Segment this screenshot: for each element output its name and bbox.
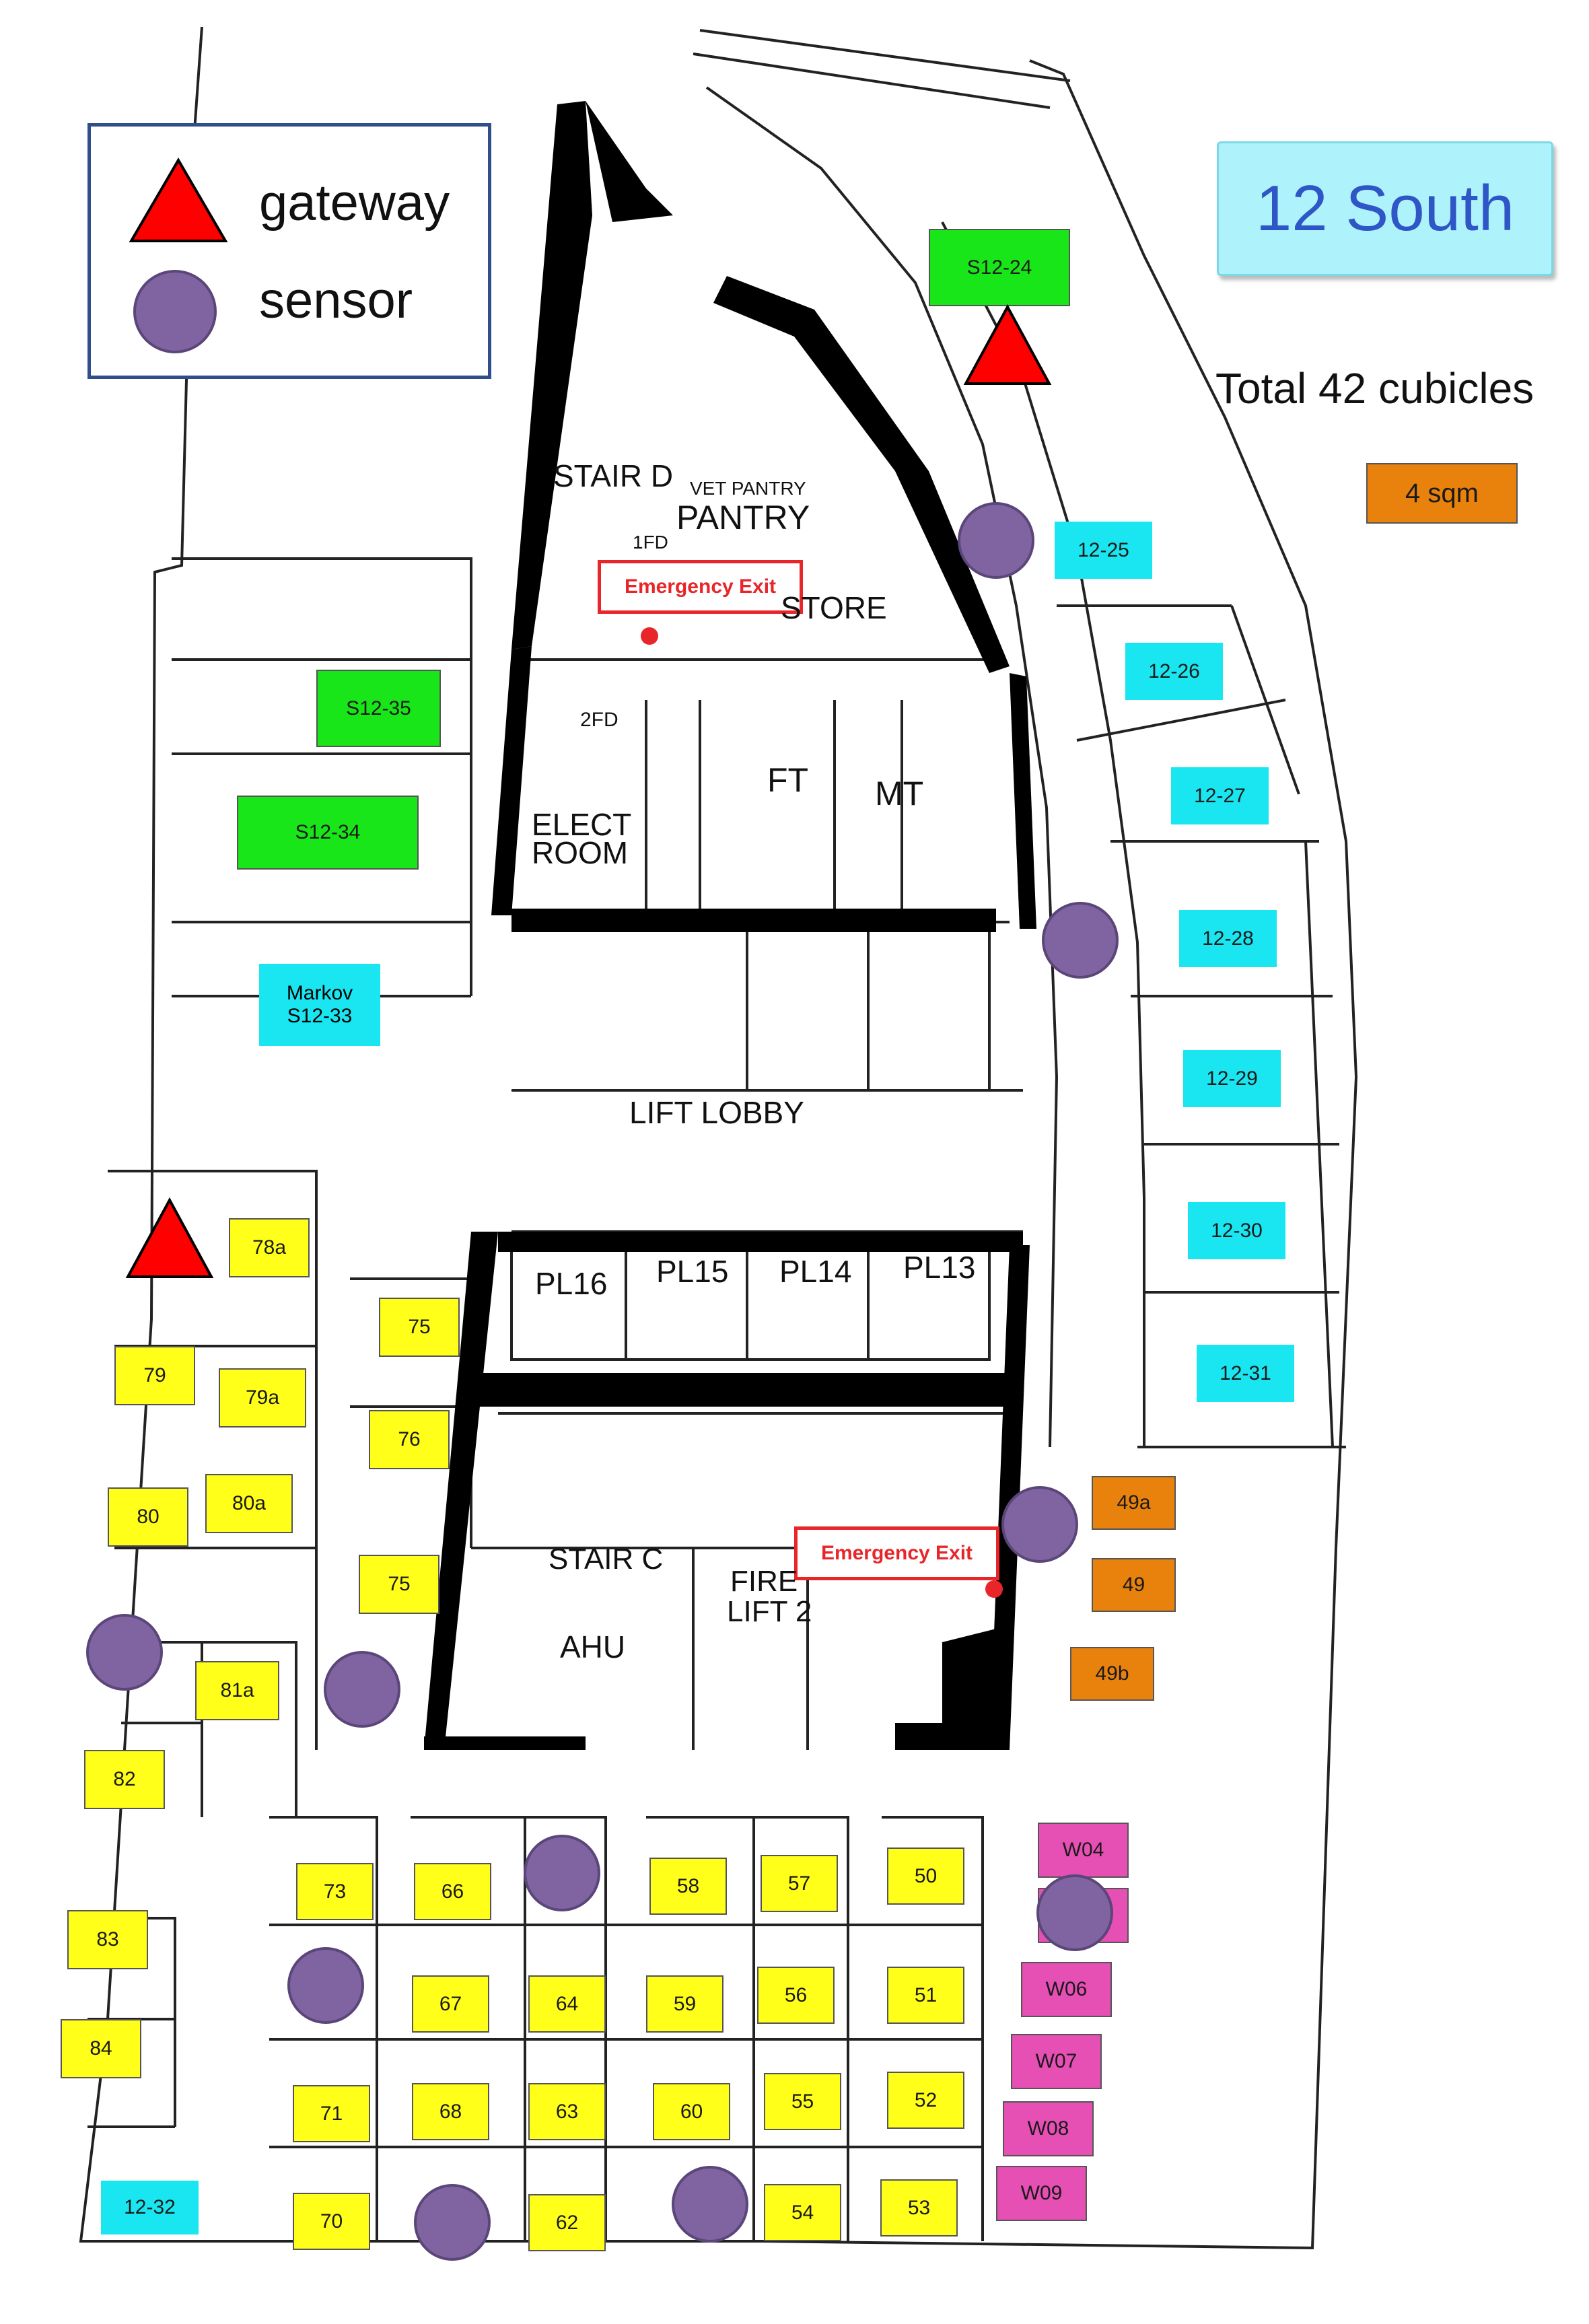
room-pl16: PL16 [535,1266,608,1301]
cubicle-label: W04 [1038,1823,1129,1878]
sensor-icon [1042,902,1119,979]
cubicle-label: 59 [646,1975,723,2033]
cubicle-label: W07 [1011,2034,1102,2089]
cubicle-label: 75 [359,1555,439,1614]
sensor-icon [1036,1874,1113,1951]
cubicle-label: 78a [229,1218,310,1277]
cubicle-label: 49b [1070,1647,1154,1701]
sensor-icon [324,1651,400,1728]
room-pl15: PL15 [656,1254,729,1289]
room-vet-pantry: VET PANTRY [690,478,806,499]
room-store: STORE [781,590,887,625]
exit-marker-icon [641,627,658,645]
sensor-icon [414,2184,491,2261]
cubicle-label: 54 [764,2184,841,2241]
cubicle-label: 63 [528,2083,606,2140]
total-cubicles-text: Total 42 cubicles [1215,364,1534,413]
cubicle-label: 75 [379,1298,460,1357]
cubicle-label: 84 [61,2019,141,2078]
cubicle-label: 62 [528,2194,606,2251]
exit-marker-icon [985,1580,1003,1598]
sensor-legend-icon [133,270,217,353]
room-stair-d: STAIR D [553,458,674,493]
cubicle-label: 82 [84,1750,165,1809]
sensor-icon [287,1947,364,2024]
area-badge: 4 sqm [1366,463,1518,524]
cubicle-label: 66 [414,1863,491,1920]
cubicle-label: 73 [296,1863,374,1920]
emergency-exit-south: Emergency Exit [794,1526,999,1580]
legend: gateway sensor [87,123,491,379]
cubicle-label: 53 [880,2179,958,2237]
cubicle-label: 67 [412,1975,489,2033]
room-pl13: PL13 [903,1250,976,1285]
office-label: S12-24 [929,229,1070,306]
floor-title: 12 South [1217,141,1553,276]
cubicle-label: 81a [195,1661,279,1720]
office-label: 12-27 [1171,767,1269,824]
cubicle-label: W06 [1021,1962,1112,2017]
room-elect: ELECT [532,807,632,842]
office-label-markov: Markov S12-33 [259,964,380,1046]
room-pantry: PANTRY [676,499,810,536]
cubicle-label: 83 [67,1910,148,1969]
fd-label: 2FD [580,709,619,731]
gateway-icon [125,1197,214,1278]
sensor-icon [524,1835,600,1911]
room-fire: FIRE [730,1565,798,1598]
room-pl14: PL14 [779,1254,852,1289]
office-label: S12-34 [237,796,419,870]
office-label: 12-30 [1188,1202,1285,1259]
emergency-exit-north: Emergency Exit [598,560,803,614]
sensor-legend-label: sensor [259,272,413,329]
cubicle-label: W09 [996,2166,1087,2221]
room-stair-c: STAIR C [549,1543,664,1576]
office-label: 12-29 [1183,1050,1281,1107]
cubicle-label: 76 [369,1410,450,1469]
room-ft: FT [767,761,809,799]
cubicle-label: 52 [887,2072,964,2129]
cubicle-label: 55 [764,2073,841,2130]
cubicle-label: 80a [205,1474,293,1533]
office-label: 12-28 [1179,910,1277,967]
cubicle-label: 60 [653,2083,730,2140]
cubicle-label: 70 [293,2193,370,2250]
room-ahu: AHU [560,1629,626,1664]
room-lift-2: LIFT 2 [727,1595,812,1628]
cubicle-label: 50 [887,1847,964,1905]
cubicle-label: 71 [293,2085,370,2142]
cubicle-label: 57 [761,1855,838,1912]
office-label: 12-31 [1197,1345,1294,1402]
gateway-icon [963,304,1052,385]
sensor-icon [672,2166,748,2243]
office-label: 12-25 [1055,522,1152,579]
sensor-icon [958,502,1034,579]
cubicle-label: 49a [1092,1476,1176,1530]
sensor-icon [1001,1486,1078,1563]
sensor-icon [86,1614,163,1691]
cubicle-label: 68 [412,2083,489,2140]
cubicle-label: 80 [108,1487,188,1547]
cubicle-label: 49 [1092,1558,1176,1612]
room-mt: MT [875,775,924,812]
office-label-line: Markov [286,982,353,1004]
cubicle-label: 79 [114,1346,195,1405]
room-room: ROOM [532,835,629,870]
cubicle-label: 51 [887,1967,964,2024]
office-label: S12-35 [316,670,441,747]
cubicle-label: 58 [649,1858,727,1915]
gateway-legend-label: gateway [259,174,450,232]
cubicle-label: 64 [528,1975,606,2033]
fd-label: 1FD [633,532,668,553]
room-lift-lobby: LIFT LOBBY [629,1095,804,1130]
office-label: 12-32 [101,2181,199,2234]
office-label: 12-26 [1125,643,1223,700]
cubicle-label: 56 [757,1967,835,2024]
cubicle-label: 79a [219,1368,306,1428]
gateway-legend-icon [129,157,228,242]
office-label-line: S12-33 [287,1005,353,1027]
cubicle-label: W08 [1003,2101,1094,2156]
